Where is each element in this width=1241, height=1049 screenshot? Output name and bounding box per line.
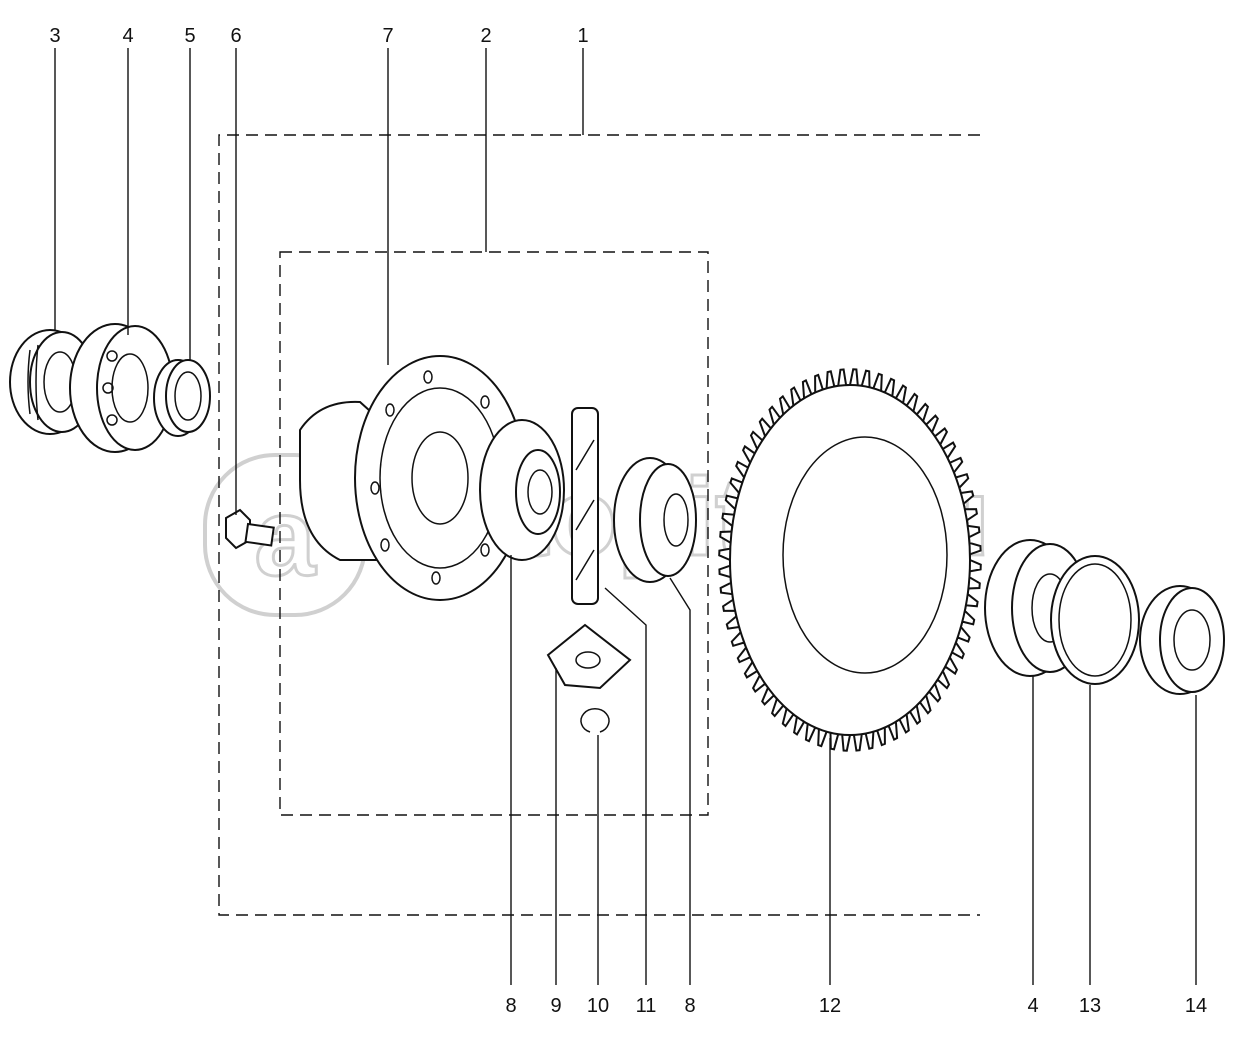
callout-label: 12 — [819, 995, 841, 1017]
callout-label: 8 — [505, 995, 516, 1017]
callout-label: 4 — [1027, 995, 1038, 1017]
callout-label: 7 — [382, 25, 393, 47]
part-8-side-gear-left — [479, 419, 565, 561]
leader-lines — [54, 48, 1197, 985]
callout-label: 6 — [230, 25, 241, 47]
callout-label: 3 — [49, 25, 60, 47]
callout-label: 2 — [480, 25, 491, 47]
top-part-labels: 3 4 5 6 7 2 1 — [49, 25, 588, 47]
callout-label: 10 — [587, 995, 609, 1017]
callout-label: 14 — [1185, 995, 1207, 1017]
part-12-ring-gear — [718, 368, 982, 752]
part-10-circlip — [580, 708, 610, 733]
assembly-frame-1 — [218, 134, 980, 916]
part-9-planet-gear — [546, 623, 632, 690]
part-6-bolt — [225, 508, 275, 550]
part-4-bearing-left — [69, 323, 174, 453]
part-5-ring — [153, 359, 211, 437]
callout-label: 8 — [684, 995, 695, 1017]
part-14-bearing — [1139, 585, 1225, 695]
bottom-part-labels: 8 9 10 11 8 12 4 13 14 — [505, 995, 1207, 1017]
part-11-pinion-shaft — [571, 407, 599, 605]
callout-label: 11 — [636, 995, 657, 1017]
callout-label: 9 — [550, 995, 561, 1017]
callout-label: 4 — [122, 25, 133, 47]
assembly-frame-2 — [279, 251, 709, 816]
part-7-differential-housing — [299, 355, 526, 601]
callout-label: 1 — [577, 25, 588, 47]
part-13-shim-ring — [1050, 555, 1140, 685]
callout-label: 5 — [184, 25, 195, 47]
callout-label: 13 — [1079, 995, 1101, 1017]
part-8-side-gear-right — [613, 457, 697, 583]
